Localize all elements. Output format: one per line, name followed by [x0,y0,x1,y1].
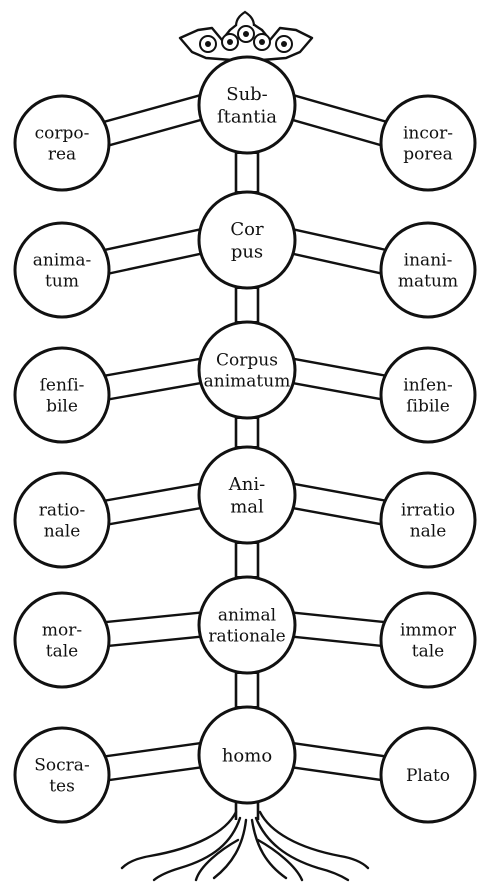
left-node-3: ratio-nale [13,471,111,569]
center-node-5: homo [197,705,297,805]
right-node-5-label: Plato [406,766,450,786]
root-strand-3 [250,818,288,880]
center-node-2-label: Corpus [216,350,278,370]
center-node-0: Sub-ſtantia [197,55,297,155]
left-node-2: ſenſi-bile [13,346,111,444]
root-strand-7 [256,838,304,882]
right-node-2: inſen-ſibile [379,346,477,444]
center-node-5-circle [197,705,297,805]
left-node-2-label: ſenſi- [40,375,85,395]
root-strand-2 [212,818,248,880]
right-node-3-label: nale [410,522,447,542]
center-node-2-label: animatum [204,372,291,392]
left-node-0-circle [13,94,111,192]
branch-left-5 [85,739,219,785]
branch-left-1 [84,225,220,279]
branch-left-2 [84,355,220,404]
right-node-2-label: inſen- [403,375,452,395]
right-node-0: incor-porea [379,94,477,192]
left-node-4: mor-tale [13,591,111,689]
right-node-0-circle [379,94,477,192]
center-node-1-circle [197,190,297,290]
center-node-0-circle [197,55,297,155]
right-node-4-label: tale [412,642,444,662]
right-node-2-label: ſibile [406,397,450,417]
left-node-1-label: tum [45,272,79,292]
right-node-1-label: inani- [404,250,453,270]
center-node-3-label: Ani- [228,474,265,495]
center-node-3: Ani-mal [197,445,297,545]
left-node-5-label: tes [49,777,75,797]
right-node-0-label: porea [403,145,452,165]
root-strand-4 [254,816,350,882]
center-node-2-circle [197,320,297,420]
left-node-0-label: corpo- [35,123,90,143]
right-node-0-label: incor- [403,123,453,143]
crown-icon [178,10,314,62]
right-node-1: inani-matum [379,221,477,319]
center-node-4-label: animal [218,605,276,625]
branch-left-3 [84,480,220,529]
branch-left-0 [83,90,221,152]
left-node-4-circle [13,591,111,689]
left-node-1-circle [13,221,111,319]
center-node-1-label: pus [231,242,263,263]
left-node-2-label: bile [46,397,78,417]
center-node-4-label: rationale [208,627,285,647]
right-node-1-circle [379,221,477,319]
root-strand-0 [120,810,238,870]
left-node-1-label: anima- [33,250,92,270]
left-node-5: Socra-tes [13,726,111,824]
right-node-4-circle [379,591,477,689]
root-strand-5 [258,810,370,870]
left-node-3-label: ratio- [39,500,86,520]
left-node-5-label: Socra- [34,755,89,775]
root-strand-6 [194,838,240,882]
left-node-2-circle [13,346,111,444]
left-node-4-label: tale [46,642,78,662]
left-node-0-label: rea [48,145,76,165]
right-node-3-label: irratio [401,500,455,520]
right-node-5-circle [379,726,477,824]
root-strand-1 [152,816,242,882]
roots-icon [120,810,370,882]
right-node-2-circle [379,346,477,444]
left-node-1: anima-tum [13,221,111,319]
left-node-5-circle [13,726,111,824]
right-node-4-label: immor [400,620,457,640]
center-node-1: Corpus [197,190,297,290]
center-node-1-label: Cor [230,219,264,240]
nodes: Sub-ſtantiacorpo-reaincor-poreaCorpusani… [13,55,477,824]
center-node-3-circle [197,445,297,545]
center-node-4-circle [197,575,297,675]
center-node-5-label: homo [222,745,272,766]
left-node-3-label: nale [44,522,81,542]
left-node-4-label: mor- [42,620,82,640]
center-node-0-label: Sub- [226,84,268,105]
left-node-3-circle [13,471,111,569]
right-node-5: Plato [379,726,477,824]
center-node-0-label: ſtantia [217,107,277,128]
left-node-0: corpo-rea [13,94,111,192]
right-node-3-circle [379,471,477,569]
center-node-3-label: mal [230,497,264,518]
right-node-1-label: matum [398,272,458,292]
